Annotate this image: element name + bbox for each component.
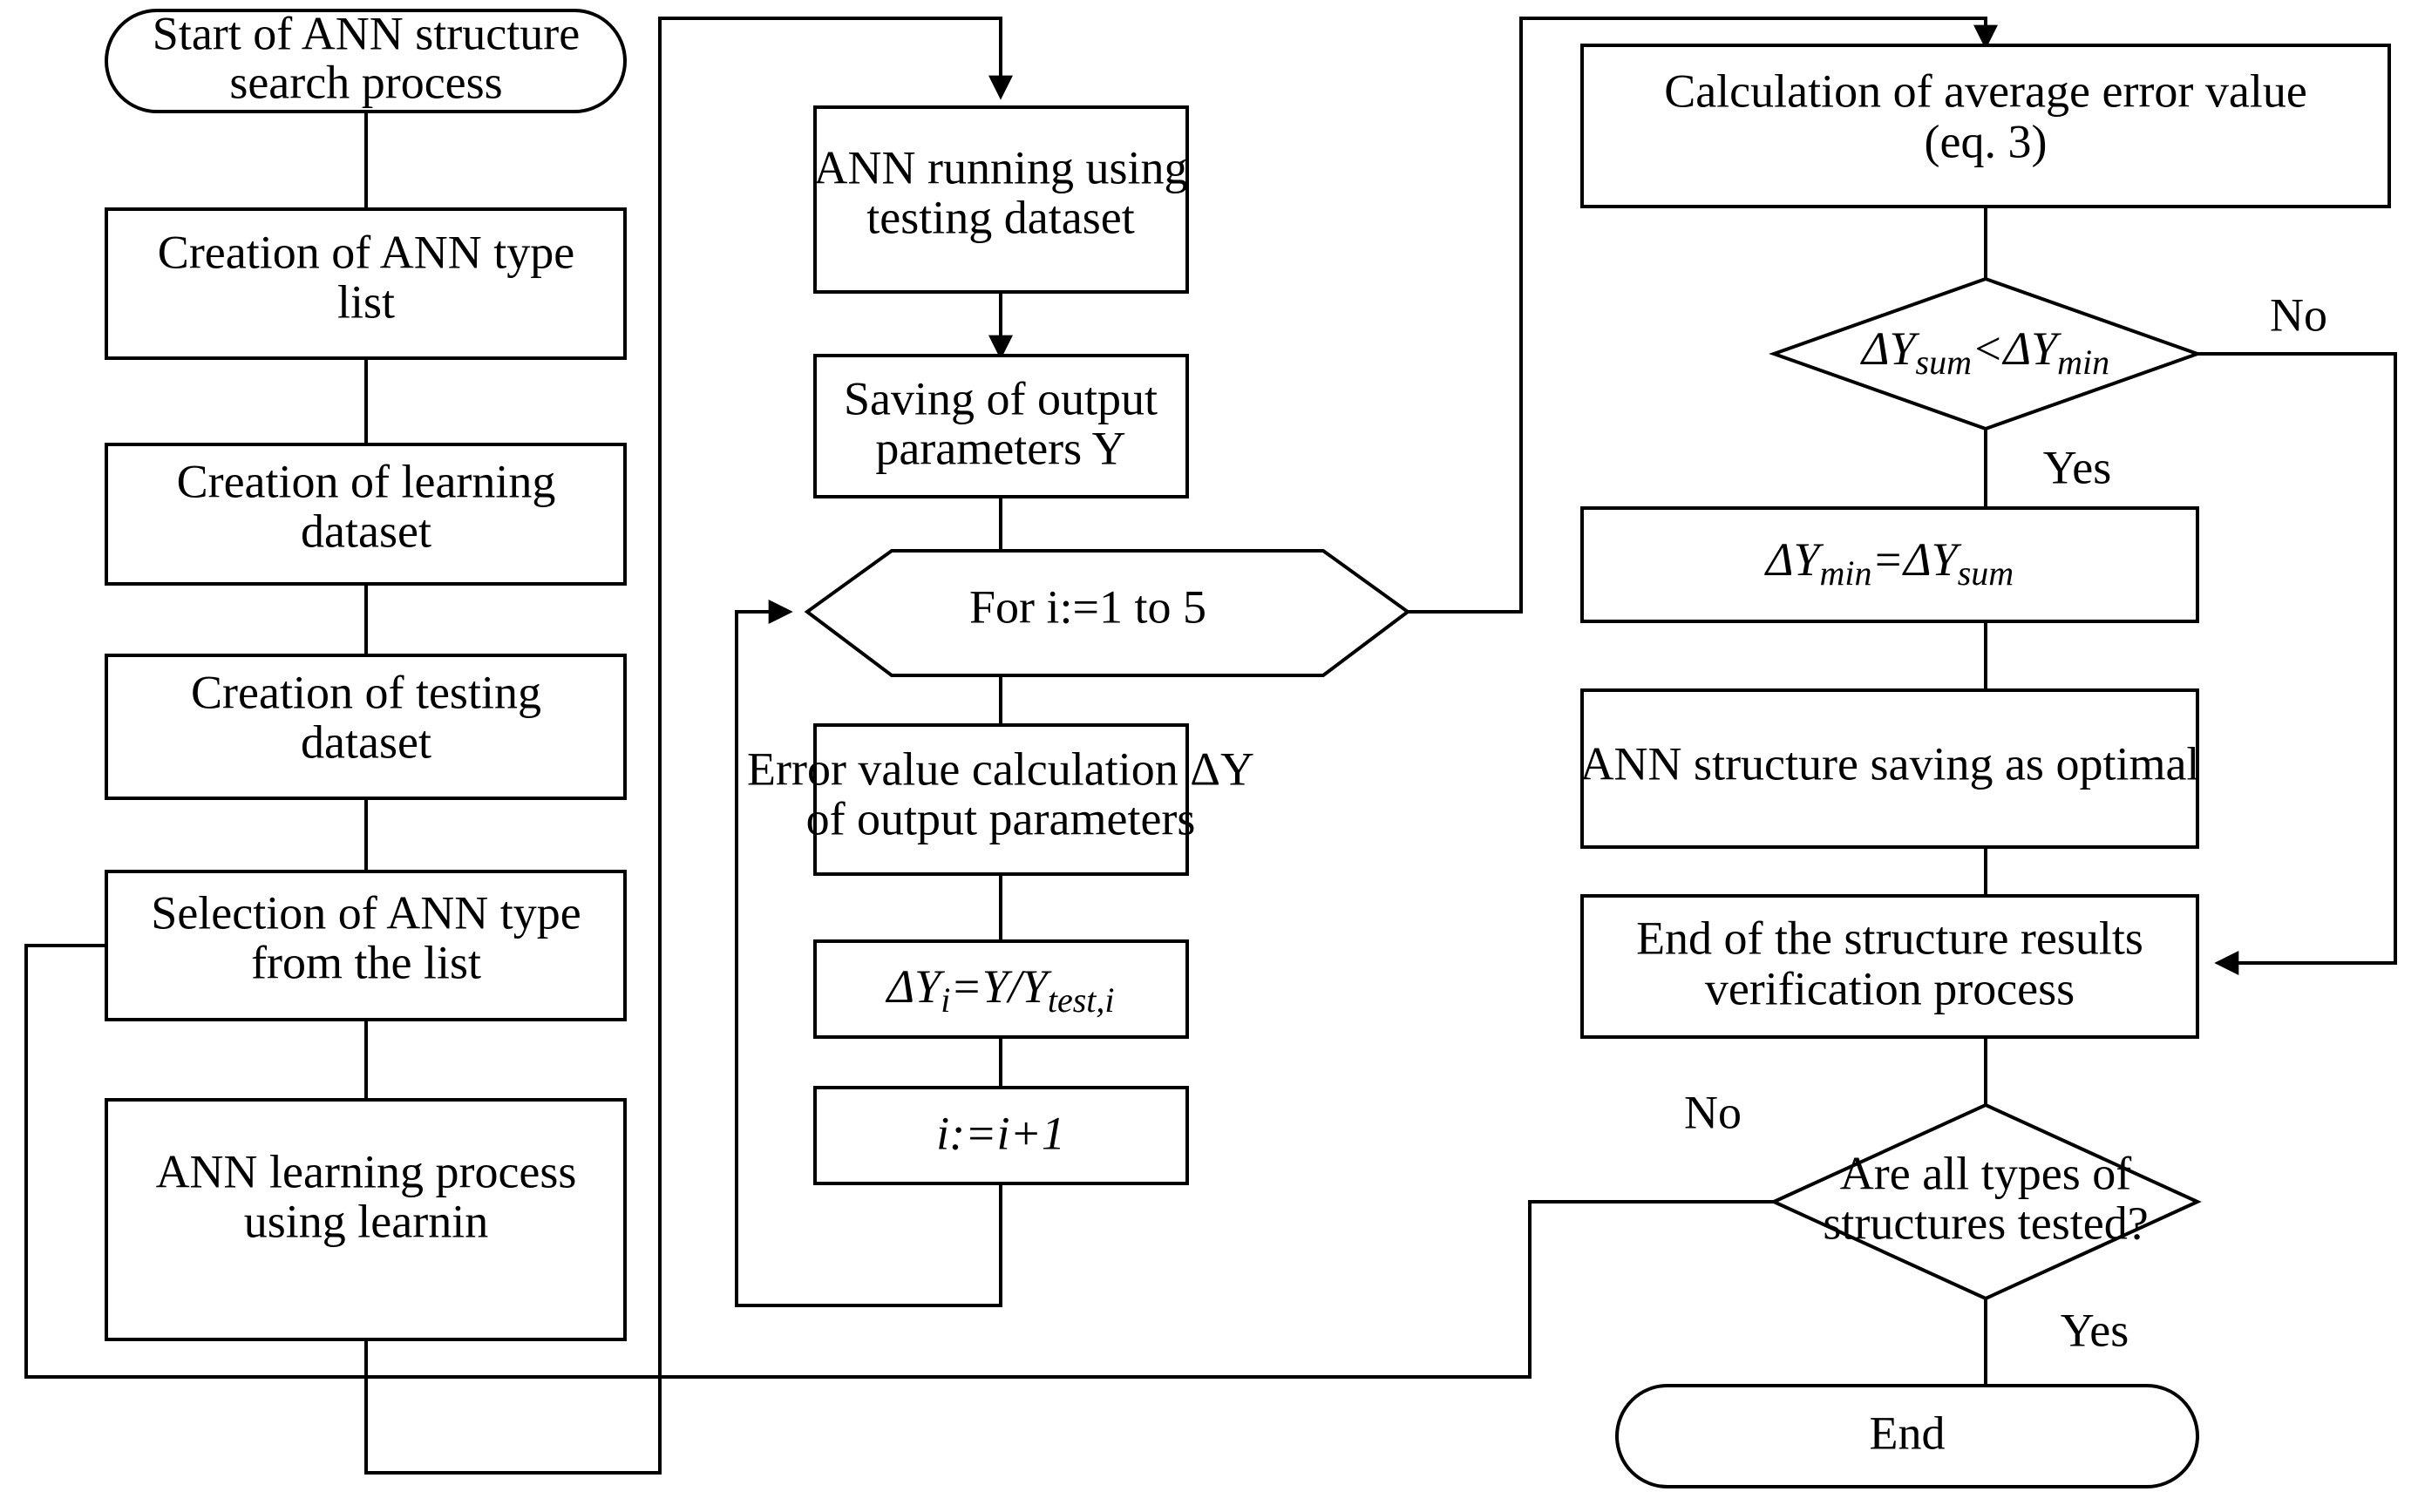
- assign-min-shape: [1580, 506, 2199, 623]
- create-testing-label-line2: dataset: [301, 715, 431, 768]
- select-type-label-line1: Selection of ANN type: [151, 886, 581, 939]
- delta-formula-sub1: i: [941, 980, 950, 1020]
- assign-min-label: ΔYmin=ΔYsum: [1764, 533, 2014, 593]
- all-tested-decision-shape: [1769, 1102, 2202, 1301]
- ann-running-shape: [813, 105, 1189, 294]
- node-end[interactable]: End: [1615, 1384, 2199, 1488]
- edge-compare-no-to-end-verification: [2197, 352, 2397, 975]
- saving-output-label-line1: Saving of output: [844, 372, 1158, 424]
- end-verification-shape: [1580, 894, 2199, 1039]
- ann-learning-process-shape: [105, 1098, 627, 1341]
- select-type-label-line2: from the list: [251, 936, 481, 988]
- node-saving-output[interactable]: Saving of output parameters Y: [813, 354, 1189, 498]
- ann-running-label-line2: testing dataset: [866, 191, 1134, 243]
- compare-decision-label: ΔYsum<ΔYmin: [1860, 322, 2109, 382]
- for-loop-label: For i:=1 to 5: [969, 580, 1206, 633]
- node-delta-formula[interactable]: ΔYi=Y/Ytest,i: [813, 939, 1189, 1039]
- start-label-line1: Start of ANN structure: [153, 7, 580, 59]
- node-increment[interactable]: i:=i+1: [813, 1086, 1189, 1185]
- assign-a-sub: min: [1820, 553, 1872, 593]
- create-learning-label-line1: Creation of learning: [177, 455, 556, 507]
- end-label: End: [1870, 1407, 1946, 1459]
- edge-learning-process-to-ann-running: [364, 17, 1013, 1475]
- node-assign-min[interactable]: ΔYmin=ΔYsum: [1580, 506, 2199, 623]
- node-ann-learning-process[interactable]: ANN learning process using learnin: [105, 1098, 627, 1341]
- delta-formula-mid: =Y/Y: [950, 960, 1051, 1013]
- assign-a: ΔY: [1764, 533, 1824, 586]
- for-loop-hexagon-shape: [804, 549, 1411, 677]
- node-avg-error[interactable]: Calculation of average error value (eq. …: [1580, 44, 2391, 208]
- delta-formula-shape: [813, 939, 1189, 1039]
- edge-label-all-tested-no: No: [1684, 1086, 1742, 1138]
- all-tested-label-line2: structures tested?: [1823, 1197, 2148, 1249]
- node-all-tested-decision[interactable]: Are all types of structures tested?: [1769, 1102, 2202, 1301]
- assign-op: =ΔY: [1872, 533, 1962, 586]
- node-compare-decision[interactable]: ΔYsum<ΔYmin: [1769, 276, 2203, 431]
- create-type-list-label-line1: Creation of ANN type: [158, 226, 574, 278]
- start-label-line2: search process: [229, 56, 502, 108]
- saving-output-label-line2: parameters Y: [875, 422, 1125, 474]
- delta-formula-main: ΔY: [885, 960, 945, 1013]
- compare-a: ΔY: [1860, 322, 1920, 375]
- learning-process-label-line1: ANN learning process: [156, 1145, 577, 1197]
- end-verification-label-line2: verification process: [1705, 962, 2075, 1014]
- node-error-calc[interactable]: Error value calculation ΔY of output par…: [747, 723, 1254, 876]
- node-create-testing-dataset[interactable]: Creation of testing dataset: [105, 654, 627, 800]
- ann-running-label-line1: ANN running using: [814, 141, 1188, 193]
- node-start[interactable]: Start of ANN structure search process: [105, 7, 627, 113]
- saving-output-shape: [813, 354, 1189, 498]
- node-create-learning-dataset[interactable]: Creation of learning dataset: [105, 443, 627, 586]
- all-tested-label-line1: Are all types of: [1840, 1147, 2131, 1199]
- edge-labels: No Yes No Yes: [1684, 288, 2327, 1356]
- assign-b-sub: sum: [1958, 553, 2014, 593]
- increment-label: i:=i+1: [936, 1107, 1065, 1159]
- edge-label-compare-no: No: [2270, 288, 2327, 341]
- compare-a-sub: sum: [1916, 342, 1972, 382]
- node-for-loop[interactable]: For i:=1 to 5: [804, 549, 1411, 677]
- create-type-list-shape: [105, 207, 627, 360]
- error-calc-shape: [813, 723, 1189, 876]
- node-select-ann-type[interactable]: Selection of ANN type from the list: [105, 870, 627, 1021]
- avg-error-label-line1: Calculation of average error value: [1664, 64, 2307, 117]
- connectors: [24, 17, 2397, 1475]
- create-type-list-label-line2: list: [337, 275, 395, 328]
- delta-formula-sub2: test,i: [1048, 980, 1115, 1020]
- node-end-verification[interactable]: End of the structure results verificatio…: [1580, 894, 2199, 1039]
- start-terminator-shape: [105, 9, 627, 113]
- create-testing-dataset-shape: [105, 654, 627, 800]
- delta-formula-label: ΔYi=Y/Ytest,i: [885, 960, 1114, 1020]
- error-calc-label-line2: of output parameters: [806, 792, 1196, 844]
- end-verification-label-line1: End of the structure results: [1636, 912, 2143, 964]
- node-save-optimal[interactable]: ANN structure saving as optimal: [1580, 688, 2200, 849]
- create-learning-dataset-shape: [105, 443, 627, 586]
- save-optimal-label: ANN structure saving as optimal: [1580, 737, 2200, 790]
- compare-decision-shape: [1769, 276, 2203, 431]
- edge-increment-to-for-loop: [735, 600, 1002, 1307]
- edge-for-loop-to-avg-error: [1408, 17, 1998, 614]
- compare-b-sub: min: [2057, 342, 2109, 382]
- create-learning-label-line2: dataset: [301, 505, 431, 557]
- create-testing-label-line1: Creation of testing: [191, 666, 541, 718]
- edge-all-tested-no-to-select-type: [24, 933, 1774, 1379]
- node-create-type-list[interactable]: Creation of ANN type list: [105, 207, 627, 360]
- select-ann-type-shape: [105, 870, 627, 1021]
- learning-process-label-line2: using learnin: [244, 1195, 488, 1247]
- edge-label-compare-yes: Yes: [2043, 441, 2112, 493]
- avg-error-shape: [1580, 44, 2391, 208]
- increment-shape: [813, 1086, 1189, 1185]
- compare-op: <ΔY: [1972, 322, 2061, 375]
- edge-label-all-tested-yes: Yes: [2061, 1304, 2129, 1356]
- save-optimal-shape: [1580, 688, 2199, 849]
- avg-error-label-line2: (eq. 3): [1925, 115, 2048, 167]
- end-terminator-shape: [1615, 1384, 2199, 1488]
- node-ann-running[interactable]: ANN running using testing dataset: [813, 105, 1189, 294]
- error-calc-label-line1: Error value calculation ΔY: [747, 742, 1254, 795]
